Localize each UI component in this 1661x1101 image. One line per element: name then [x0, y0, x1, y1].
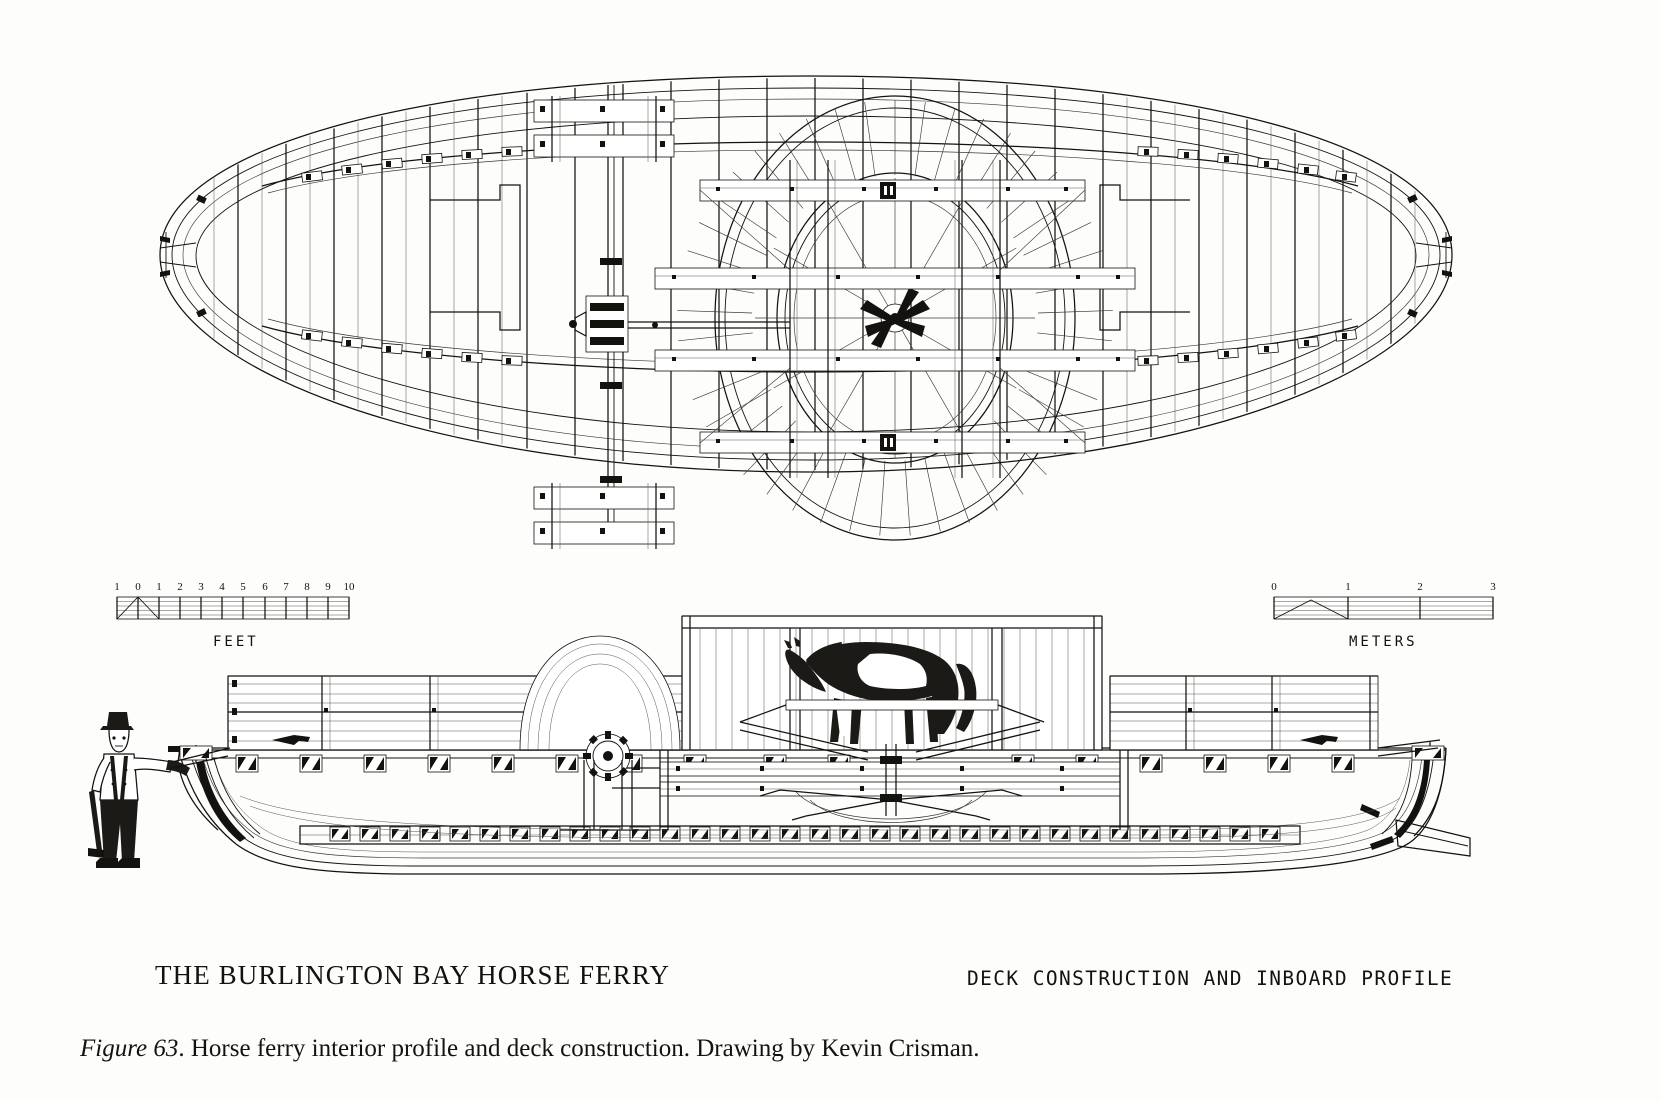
profile-stern-stem	[1360, 742, 1471, 857]
keel-frame-block-row	[329, 826, 1281, 842]
wheel-frame-beams	[654, 160, 1136, 478]
feet-tick-2: 1	[156, 581, 162, 593]
deck-plan-view	[159, 75, 1453, 549]
figure-caption-text: . Horse ferry interior profile and deck …	[178, 1035, 980, 1062]
paddle-shaft-gear	[560, 731, 660, 831]
feet-tick-1: 0	[135, 581, 141, 593]
deck-fitting-marks	[196, 194, 1418, 318]
inboard-profile-view	[88, 615, 1471, 875]
man-figure	[88, 712, 190, 868]
feet-tick-5: 4	[219, 581, 225, 593]
drawing-subtitle: DECK CONSTRUCTION AND INBOARD PROFILE	[967, 967, 1454, 990]
gear-housing	[569, 295, 629, 353]
page-title: THE BURLINGTON BAY HORSE FERRY	[155, 960, 671, 990]
wheel-hub	[860, 288, 930, 348]
hold-liner-lines	[239, 795, 1401, 839]
aft-windlass-frame	[533, 483, 675, 549]
interior-stanchion-group	[659, 750, 1129, 830]
feet-tick-0: 1	[114, 581, 120, 593]
meters-tick-0: 0	[1271, 581, 1277, 593]
feet-scale-label: FEET	[213, 634, 259, 650]
waterway-block-row-starboard	[301, 329, 1357, 366]
feet-tick-3: 2	[177, 581, 183, 593]
bow-stem-detail	[159, 232, 197, 278]
feet-tick-4: 3	[198, 581, 204, 593]
horse-treadwheel-plan	[677, 95, 1113, 541]
figure-caption: Figure 63. Horse ferry interior profile …	[80, 1035, 980, 1063]
horse-figure	[784, 637, 977, 744]
meters-tick-2: 2	[1417, 581, 1423, 593]
feet-scale-bar	[116, 596, 350, 620]
feet-tick-10: 9	[325, 581, 331, 593]
meters-tick-1: 1	[1345, 581, 1351, 593]
meters-scale-bar	[1273, 596, 1494, 620]
feet-tick-11: 10	[343, 581, 355, 593]
starboard-bulwark-rail	[1109, 675, 1379, 751]
profile-bow-stem	[168, 745, 261, 842]
feet-tick-7: 6	[262, 581, 268, 593]
feet-tick-8: 7	[283, 581, 289, 593]
figure-caption-label: Figure 63	[80, 1035, 179, 1062]
paddle-box-arch	[519, 635, 681, 751]
waterway-block-row-port	[301, 146, 1357, 183]
feet-tick-9: 8	[304, 581, 310, 593]
drive-shaft-plan	[569, 85, 790, 540]
meters-scale-label: METERS	[1349, 634, 1418, 650]
stern-stem-detail	[1415, 232, 1453, 278]
forward-windlass-frame	[533, 96, 675, 162]
feet-tick-6: 5	[240, 581, 246, 593]
meters-tick-3: 3	[1490, 581, 1496, 593]
treadwheel-profile	[612, 699, 1121, 823]
